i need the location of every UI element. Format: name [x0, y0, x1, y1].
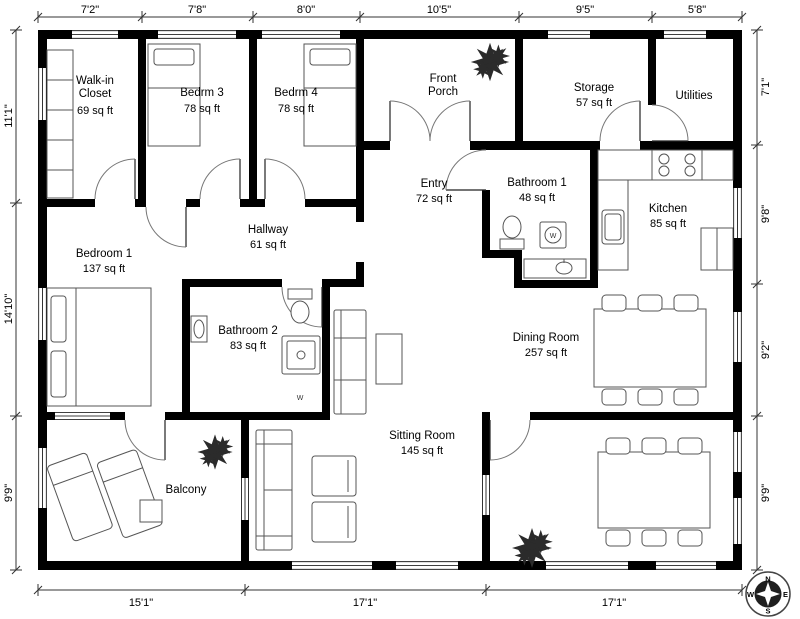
dim-left-2: 9'9" [3, 484, 15, 502]
dim-ticks-top [33, 11, 747, 23]
label-bedroom3: Bedrm 3 [180, 87, 223, 99]
exterior-wall-right [733, 30, 742, 570]
living-side-table [375, 333, 403, 385]
dim-top-2: 8'0" [297, 4, 315, 16]
dim-top-5: 5'8" [688, 4, 706, 16]
dim-top-0: 7'2" [81, 4, 99, 16]
exterior-wall-top [38, 30, 742, 39]
dim-ticks-left [10, 25, 22, 575]
windows [38, 30, 742, 570]
compass-south: S [765, 607, 770, 616]
label-bedroom1: Bedroom 1 [76, 248, 132, 260]
dim-top-3: 10'5" [427, 4, 451, 16]
bathroom1-vanity-sink [523, 258, 587, 279]
bedroom1-bed [46, 287, 152, 407]
window-panes-top [72, 30, 706, 39]
dim-right-0: 7'1" [760, 78, 772, 96]
area-walk-in-closet: 69 sq ft [77, 105, 113, 117]
dim-bottom-2: 17'1" [602, 597, 626, 609]
area-dining-room: 257 sq ft [525, 347, 567, 359]
area-sitting-room: 145 sq ft [401, 445, 443, 457]
window-panes-right [733, 188, 742, 544]
plant-icon [470, 42, 510, 82]
label-kitchen: Kitchen [649, 203, 687, 215]
doors [94, 100, 689, 461]
area-hallway: 61 sq ft [250, 239, 286, 251]
dim-left-1: 14'10" [3, 294, 15, 325]
label-sitting-room: Sitting Room [389, 430, 455, 442]
furniture [46, 43, 734, 551]
door-swing-arcs [94, 100, 689, 461]
dim-bottom-1: 17'1" [353, 597, 377, 609]
dim-right-3: 9'9" [760, 484, 772, 502]
dim-left-0: 11'1" [3, 104, 15, 128]
label-utilities: Utilities [675, 90, 712, 102]
dim-right-2: 9'2" [760, 341, 772, 359]
compass-rose-icon: N E S W [745, 571, 791, 617]
window-panes-interior [55, 412, 490, 520]
dimension-lines [10, 11, 763, 596]
area-bedroom3: 78 sq ft [184, 103, 220, 115]
compass-east: E [783, 590, 788, 599]
sitting-sofa [255, 429, 293, 551]
dim-right-1: 9'8" [760, 205, 772, 223]
bathroom1-washer [539, 221, 567, 249]
label-bathroom2: Bathroom 2 [218, 325, 277, 337]
dim-top-4: 9'5" [576, 4, 594, 16]
label-hallway: Hallway [248, 224, 289, 236]
label-bathroom1: Bathroom 1 [507, 177, 566, 189]
sitting-armchairs [311, 455, 357, 543]
closet-wardrobe [46, 49, 74, 199]
door-leaves [134, 101, 688, 460]
bedroom4-bed [303, 43, 357, 147]
compass-west: W [747, 590, 755, 599]
bathroom2-shower [281, 335, 321, 375]
dining-table [593, 294, 707, 406]
balcony-table [139, 499, 163, 523]
area-bedroom4: 78 sq ft [278, 103, 314, 115]
bathroom1-toilet [499, 215, 525, 250]
kitchen-sink [601, 209, 625, 245]
dim-ticks-right [751, 25, 763, 575]
dim-ticks-bottom [33, 584, 747, 596]
label-dining-room: Dining Room [513, 332, 579, 344]
area-entry: 72 sq ft [416, 193, 452, 205]
label-balcony: Balcony [166, 484, 207, 496]
room-labels: Walk-in Closet 69 sq ft Bedrm 3 78 sq ft… [76, 73, 713, 496]
dim-top-1: 7'8" [188, 4, 206, 16]
compass-north: N [765, 575, 770, 584]
area-bathroom2: 83 sq ft [230, 340, 266, 352]
balcony-loungers [47, 449, 163, 542]
patio-table [597, 437, 711, 547]
label-walk-in-closet-2: Closet [79, 88, 112, 100]
area-bedroom1: 137 sq ft [83, 263, 125, 275]
window-panes-bottom [292, 561, 716, 570]
label-walk-in-closet: Walk-in [76, 75, 114, 87]
exterior-wall-bottom [38, 561, 742, 570]
window-panes-left [38, 68, 47, 508]
bedroom3-bed [147, 43, 201, 147]
washer-mark-bathroom1: W [550, 233, 557, 240]
label-entry: Entry [421, 178, 448, 190]
living-sofa [333, 309, 367, 415]
kitchen-stove [651, 149, 703, 181]
area-kitchen: 85 sq ft [650, 218, 686, 230]
label-front-porch-2: Porch [428, 86, 458, 98]
label-bedroom4: Bedrm 4 [274, 87, 318, 99]
label-front-porch: Front [430, 73, 458, 85]
area-bathroom1: 48 sq ft [519, 192, 555, 204]
washer-mark-bathroom2: W [297, 395, 304, 402]
area-storage: 57 sq ft [576, 97, 612, 109]
label-storage: Storage [574, 82, 614, 94]
kitchen-fridge [700, 227, 734, 271]
bathroom2-sink [190, 315, 208, 343]
plant-icon [197, 434, 234, 470]
dimension-labels: 7'2" 7'8" 8'0" 10'5" 9'5" 5'8" 11'1" 14'… [3, 4, 772, 609]
bathroom2-toilet [287, 288, 313, 324]
dim-bottom-0: 15'1" [129, 597, 153, 609]
